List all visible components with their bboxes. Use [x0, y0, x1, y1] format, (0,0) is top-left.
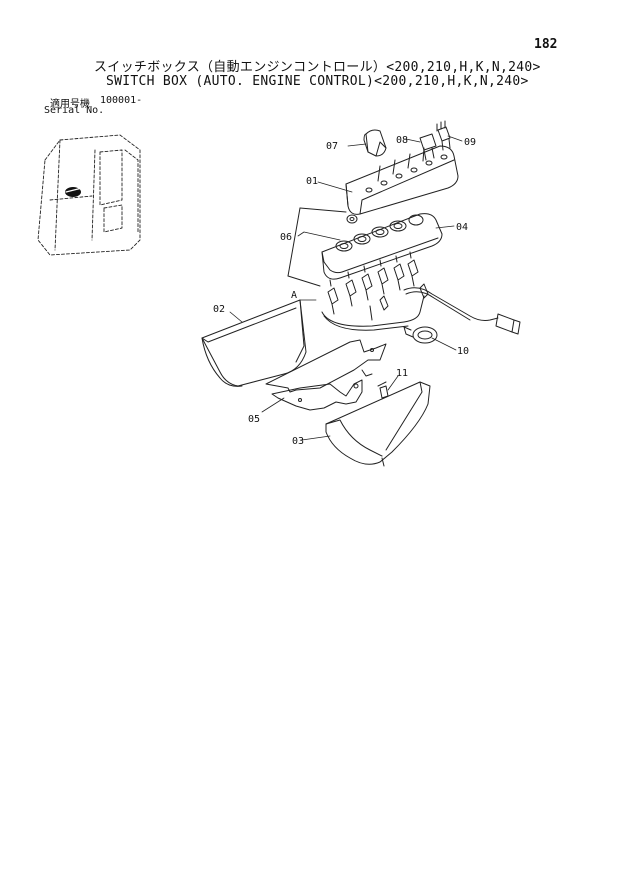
callout-08: 08	[396, 135, 408, 146]
wiring-harness	[321, 287, 499, 331]
callout-03: 03	[292, 436, 304, 447]
part-05-mounting-plate	[265, 339, 387, 411]
callout-11: 11	[396, 368, 408, 379]
callout-04: 04	[456, 222, 468, 233]
connector	[495, 313, 521, 335]
part-04-switch-box	[321, 213, 443, 280]
title-japanese: スイッチボックス（自動エンジンコントロール）<200,210,H,K,N,240…	[94, 60, 541, 75]
part-06-bracket	[287, 207, 358, 287]
cab-location-sketch	[37, 134, 141, 256]
part-08-09-rotary-switches	[419, 120, 451, 161]
part-07-knob	[363, 129, 387, 157]
callout-01: 01	[306, 176, 318, 187]
part-02-side-cover	[201, 299, 307, 387]
serial-label-en: Serial No.	[44, 105, 105, 116]
callout-10: 10	[457, 346, 469, 357]
serial-value: 100001-	[100, 95, 143, 106]
part-11-screw	[377, 381, 389, 399]
callout-07: 07	[326, 141, 338, 152]
toggle-switches	[327, 251, 429, 321]
page-number: 182	[534, 37, 558, 52]
serial-label-jp: 適用号機	[50, 99, 90, 110]
part-10-clamp	[403, 326, 438, 344]
callout-02: 02	[213, 304, 225, 315]
callout-06: 06	[280, 232, 292, 243]
callout-labels: 07 08 09 01 04 06 A 02 10 11 05 03	[213, 135, 476, 447]
title-english: SWITCH BOX (AUTO. ENGINE CONTROL)<200,21…	[106, 74, 529, 89]
callout-view-a: A	[291, 290, 297, 301]
callout-09: 09	[464, 137, 476, 148]
leader-lines	[229, 135, 463, 441]
part-03-lower-cover	[325, 381, 431, 467]
callout-05: 05	[248, 414, 260, 425]
part-01-cover-plate	[345, 145, 459, 215]
